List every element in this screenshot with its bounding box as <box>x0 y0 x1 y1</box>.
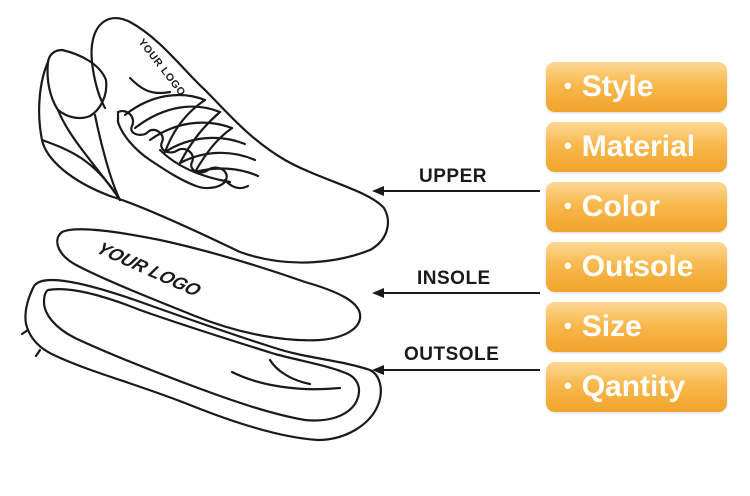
option-color[interactable]: • Color <box>546 182 727 232</box>
option-label: Qantity <box>582 370 685 404</box>
label-upper: UPPER <box>419 166 487 188</box>
option-label: Style <box>582 70 654 104</box>
label-insole: INSOLE <box>417 268 491 290</box>
bullet-icon: • <box>564 73 572 99</box>
option-size[interactable]: • Size <box>546 302 727 352</box>
bullet-icon: • <box>564 373 572 399</box>
option-style[interactable]: • Style <box>546 62 727 112</box>
option-quantity[interactable]: • Qantity <box>546 362 727 412</box>
option-outsole[interactable]: • Outsole <box>546 242 727 292</box>
outsole-arrow <box>372 365 540 375</box>
upper-drawing <box>39 18 388 262</box>
option-label: Outsole <box>582 250 694 284</box>
option-label: Material <box>582 130 695 164</box>
option-label: Size <box>582 310 642 344</box>
bullet-icon: • <box>564 313 572 339</box>
bullet-icon: • <box>564 253 572 279</box>
label-outsole: OUTSOLE <box>404 344 499 366</box>
bullet-icon: • <box>564 133 572 159</box>
option-material[interactable]: • Material <box>546 122 727 172</box>
bullet-icon: • <box>564 193 572 219</box>
outsole-drawing <box>22 280 381 440</box>
option-label: Color <box>582 190 660 224</box>
